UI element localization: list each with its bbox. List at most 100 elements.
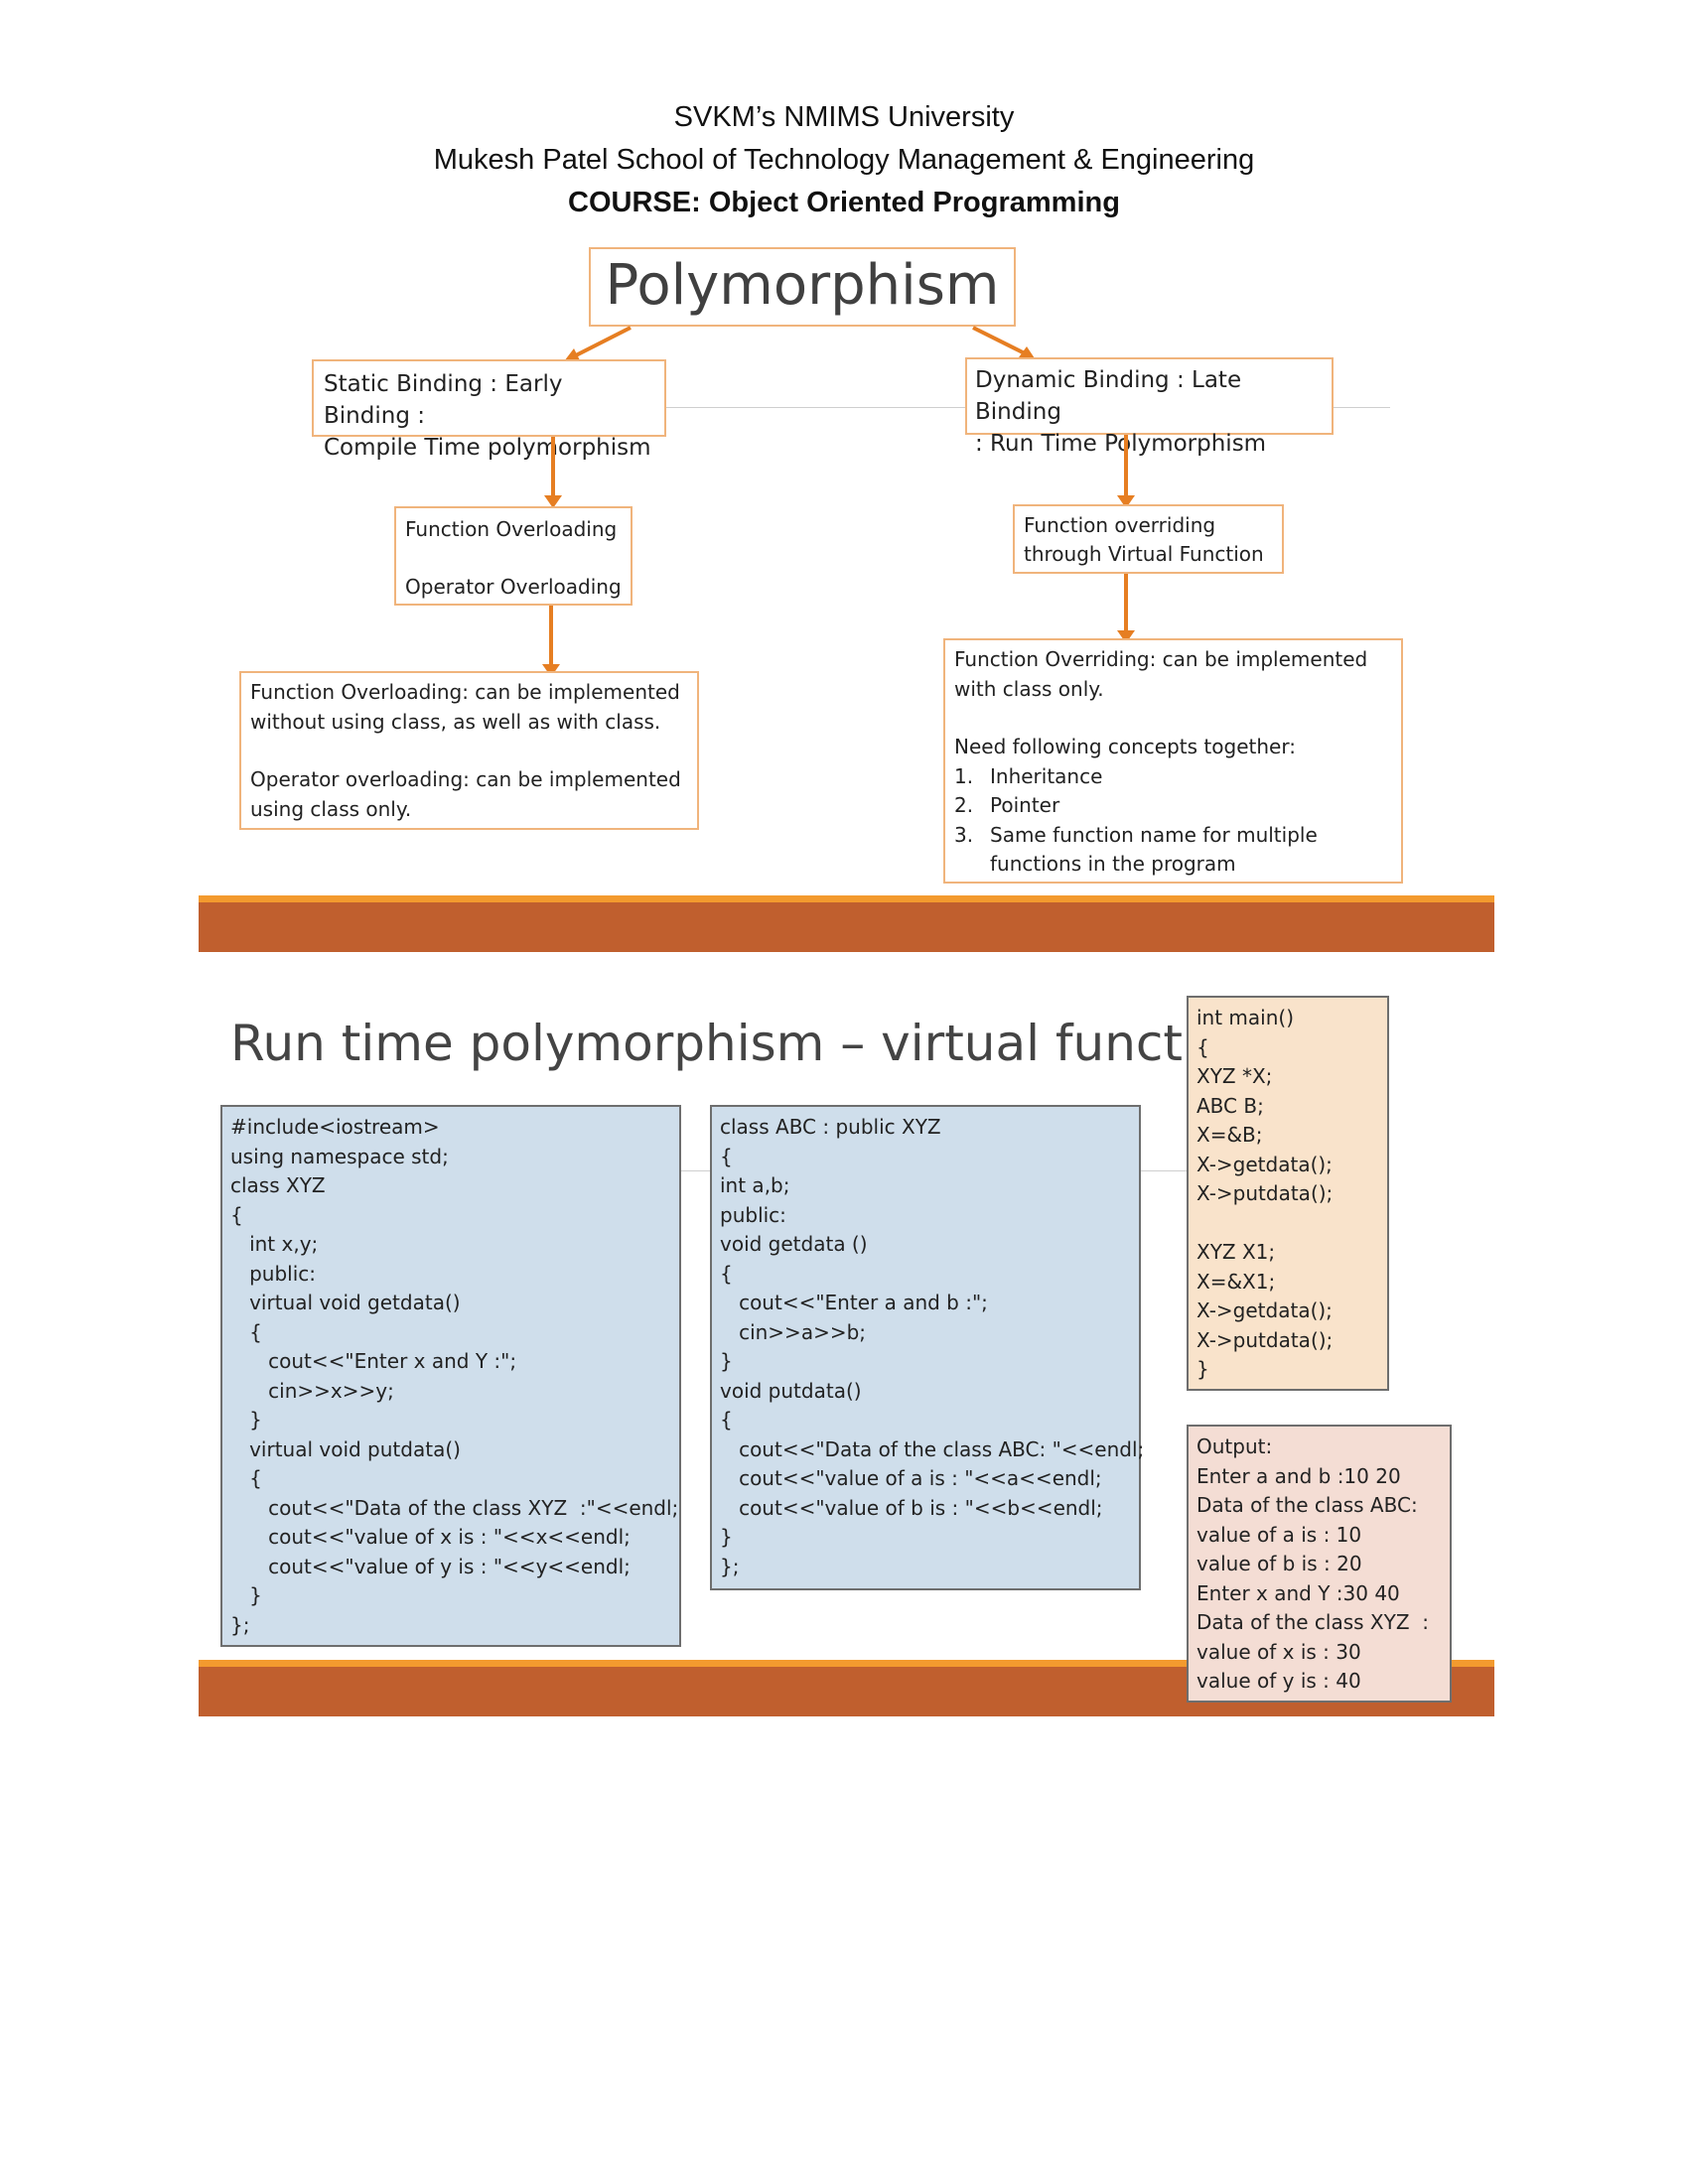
university-name: SVKM’s NMIMS University	[673, 101, 1015, 133]
arrow-down	[1117, 435, 1135, 508]
arrow-down	[542, 606, 560, 677]
code-line: virtual void putdata()	[230, 1436, 461, 1461]
overriding-note: Function Overriding: can be implemented …	[943, 638, 1403, 884]
code-line: X=&X1;	[1196, 1269, 1276, 1294]
overriding-note-line: with class only.	[954, 676, 1104, 701]
code-block-class-abc: class ABC : public XYZ { int a,b; public: vo…	[710, 1105, 1145, 1590]
code-line: {	[230, 1466, 262, 1490]
concept-list-item: 1.Inheritance	[954, 763, 1103, 788]
code-line: {	[720, 1144, 733, 1168]
code-line: int main()	[1196, 1006, 1295, 1029]
overriding-line2: through Virtual Function	[1024, 542, 1264, 566]
code-block-main: int main() { XYZ *X; ABC B; X=&B; X->getdata(…	[1187, 996, 1389, 1391]
code-line: void putdata()	[720, 1378, 862, 1403]
overriding-node: Function overriding through Virtual Func…	[1013, 504, 1284, 574]
code-line: Data of the class ABC:	[1196, 1493, 1418, 1517]
code-line: ABC B;	[1196, 1093, 1264, 1118]
code-line: Enter x and Y :30 40	[1196, 1580, 1400, 1605]
code-line: }	[720, 1525, 733, 1549]
root-node-polymorphism: Polymorphism	[589, 247, 1016, 327]
code-line: X->getdata();	[1196, 1298, 1333, 1322]
slide-band-accent	[199, 1660, 1494, 1667]
overriding-line1: Function overriding	[1024, 513, 1216, 537]
static-binding-line2: Compile Time polymorphism	[324, 435, 651, 461]
overriding-note-line: Function Overriding: can be implemented	[954, 647, 1368, 671]
code-line: }	[230, 1408, 262, 1432]
code-line: {	[230, 1202, 243, 1227]
code-line: virtual void getdata()	[230, 1291, 461, 1314]
dynamic-binding-line1: Dynamic Binding : Late Binding	[975, 367, 1242, 425]
code-line: Data of the class XYZ :	[1196, 1610, 1430, 1634]
arrow-down	[544, 437, 562, 508]
code-line: cout<<"value of b is : "<<b<<endl;	[720, 1495, 1103, 1520]
code-line: X=&B;	[1196, 1123, 1263, 1147]
static-binding-node: Static Binding : Early Binding : Compile…	[312, 359, 666, 461]
function-overloading-label: Function Overloading	[405, 517, 618, 541]
code-line: value of a is : 10	[1196, 1522, 1362, 1547]
code-line: public:	[230, 1261, 316, 1286]
code-line: value of b is : 20	[1196, 1552, 1362, 1575]
code-line: value of x is : 30	[1196, 1639, 1361, 1664]
static-binding-line1: Static Binding : Early Binding :	[324, 371, 563, 429]
code-line: cout<<"Enter x and Y :";	[230, 1349, 517, 1373]
code-line: Enter a and b :10 20	[1196, 1463, 1401, 1488]
slide-band	[199, 902, 1494, 952]
code-line: public:	[720, 1202, 786, 1227]
code-line: X->getdata();	[1196, 1152, 1333, 1176]
overloading-note-line: using class only.	[250, 796, 412, 821]
code-line: XYZ X1;	[1196, 1240, 1276, 1264]
concept-list-item: 2.Pointer	[954, 793, 1060, 817]
code-line: }	[720, 1349, 733, 1373]
code-line: cout<<"Enter a and b :";	[720, 1291, 988, 1314]
code-line: class XYZ	[230, 1173, 326, 1197]
connector-line	[680, 1170, 710, 1171]
slide-title: Run time polymorphism – virtual function	[230, 1015, 1259, 1072]
code-line: cin>>a>>b;	[720, 1319, 867, 1344]
concept-list-item-cont: functions in the program	[990, 852, 1236, 876]
connector-line	[1140, 1170, 1190, 1171]
code-line: cout<<"Data of the class XYZ :"<<endl;	[230, 1495, 679, 1520]
code-line: X->putdata();	[1196, 1181, 1334, 1205]
code-line: Output:	[1196, 1434, 1273, 1458]
code-line: int a,b;	[720, 1173, 790, 1197]
code-line: }	[1196, 1357, 1209, 1381]
code-line: cout<<"Data of the class ABC: "<<endl;	[720, 1436, 1145, 1461]
overriding-note-line: Need following concepts together:	[954, 735, 1296, 758]
root-branch-arrows	[564, 326, 1035, 361]
code-line: };	[230, 1612, 250, 1637]
slide-band-accent	[199, 895, 1494, 902]
code-line: cout<<"value of a is : "<<a<<endl;	[720, 1466, 1102, 1490]
code-line: {	[720, 1261, 733, 1286]
code-line	[1196, 1209, 1379, 1239]
code-line: int x,y;	[230, 1232, 319, 1256]
code-line: cin>>x>>y;	[230, 1378, 394, 1403]
dynamic-binding-node: Dynamic Binding : Late Binding : Run Tim…	[965, 357, 1334, 457]
code-line: XYZ *X;	[1196, 1064, 1273, 1088]
code-line: void getdata ()	[720, 1232, 868, 1256]
code-line: }	[230, 1583, 262, 1607]
code-line: {	[720, 1408, 733, 1432]
school-name: Mukesh Patel School of Technology Manage…	[433, 144, 1255, 176]
code-line: value of y is : 40	[1196, 1669, 1361, 1693]
code-line: #include<iostream>	[230, 1115, 440, 1139]
dynamic-binding-line2: : Run Time Polymorphism	[975, 431, 1267, 457]
code-block-class-xyz: #include<iostream> using namespace std; cl…	[220, 1105, 681, 1647]
concept-list-item: 3.Same function name for multiple	[954, 822, 1318, 847]
course-title: COURSE: Object Oriented Programming	[568, 187, 1120, 218]
output-box: Output: Enter a and b :10 20 Data of the c…	[1187, 1425, 1452, 1703]
overloading-node: Function Overloading Operator Overloadin…	[394, 506, 633, 606]
code-line: {	[230, 1319, 262, 1344]
code-line: cout<<"value of x is : "<<x<<endl;	[230, 1525, 631, 1549]
overloading-note-line: Operator overloading: can be implemented	[250, 767, 681, 791]
code-line: X->putdata();	[1196, 1327, 1334, 1352]
operator-overloading-label: Operator Overloading	[405, 575, 622, 599]
overloading-note: Function Overloading: can be implemented…	[239, 671, 699, 830]
overloading-note-line: Function Overloading: can be implemented	[250, 680, 680, 704]
code-line: using namespace std;	[230, 1144, 449, 1168]
connector-line-right	[1331, 407, 1390, 408]
code-line: };	[720, 1554, 740, 1578]
code-line: cout<<"value of y is : "<<y<<endl;	[230, 1554, 631, 1578]
code-line: class ABC : public XYZ	[720, 1115, 941, 1139]
overloading-note-line: without using class, as well as with cla…	[250, 709, 661, 734]
code-line: {	[1196, 1034, 1209, 1059]
